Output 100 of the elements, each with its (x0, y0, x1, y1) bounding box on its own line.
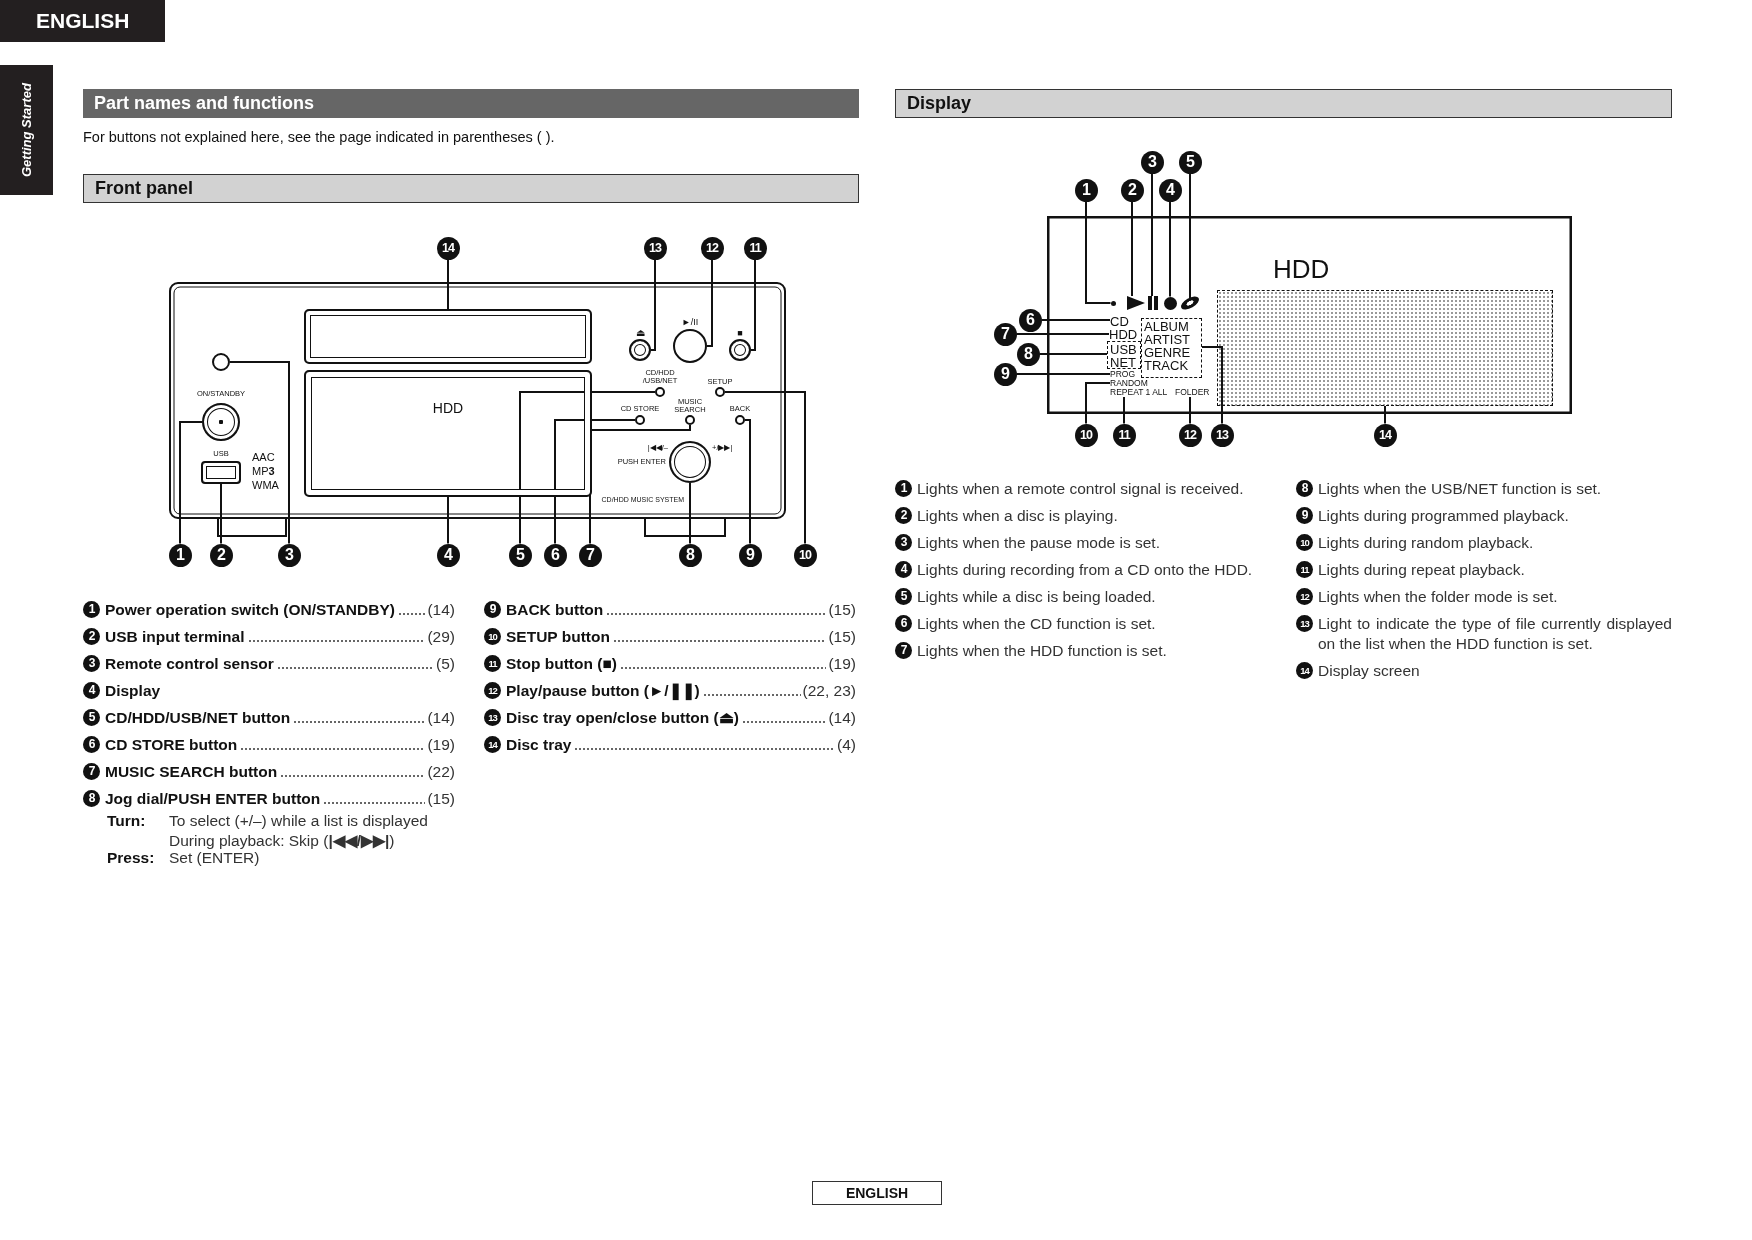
leader-line (1384, 405, 1386, 425)
callout-number: 10 (1296, 534, 1313, 551)
callout-number: 6 (1018, 308, 1042, 332)
callout-number: 10 (484, 628, 501, 645)
description-text: Lights when the pause mode is set. (917, 533, 1161, 553)
callout-number: 8 (83, 790, 100, 807)
page-reference: (14) (828, 708, 856, 728)
callout-number: 11 (484, 655, 501, 672)
language-tab: ENGLISH (0, 0, 165, 42)
term-text: To select (+/–) while a list is displayed During playback: Skip (|◀◀/▶▶|) (169, 811, 429, 851)
callout-number: 10 (793, 543, 817, 567)
section-heading: Display (895, 89, 1672, 118)
stop-button (729, 339, 751, 361)
round-button (635, 415, 645, 425)
panel-label: ⏏ (635, 328, 645, 339)
leader-line (1189, 396, 1191, 425)
page-reference: (22) (427, 762, 455, 782)
leader-line (1015, 333, 1110, 335)
callout-number: 7 (578, 543, 602, 567)
pause-icon (1148, 296, 1158, 310)
leader-line (229, 361, 290, 545)
callout-number: 6 (543, 543, 567, 567)
record-icon (1163, 296, 1177, 310)
sensor-window (212, 353, 230, 371)
dot-matrix-area (1217, 290, 1553, 406)
round-button (655, 387, 665, 397)
callout-number: 3 (83, 655, 100, 672)
leader-line (744, 419, 751, 545)
leader-line (179, 421, 203, 545)
part-name: Disc tray open/close button (⏏) (506, 708, 739, 728)
description-text: Lights when a remote control signal is received. (917, 479, 1245, 499)
page-reference: (5) (436, 654, 455, 674)
page-reference: (15) (828, 627, 856, 647)
page-reference: (29) (427, 627, 455, 647)
part-name: Disc tray (506, 735, 572, 755)
callout-number: 13 (1296, 615, 1313, 632)
page-reference: (19) (427, 735, 455, 755)
callout-number: 9 (738, 543, 762, 567)
description-text: Display screen (1318, 661, 1421, 681)
indicator-label: RANDOM (1110, 379, 1148, 388)
callout-number: 6 (895, 615, 912, 632)
callout-number: 5 (83, 709, 100, 726)
description-text: Lights during repeat playback. (1318, 560, 1526, 580)
leader-line (689, 482, 691, 545)
leader-line (1189, 172, 1191, 299)
display-window: HDD (304, 370, 592, 497)
part-name: SETUP button (506, 627, 610, 647)
callout-number: 11 (1112, 423, 1136, 447)
part-name: BACK button (506, 600, 604, 620)
page-reference: (4) (837, 735, 856, 755)
round-button (735, 415, 745, 425)
callout-number: 10 (1074, 423, 1098, 447)
callout-number: 11 (743, 236, 767, 260)
page-reference: (14) (427, 600, 455, 620)
leader-line (554, 419, 636, 545)
leader-line (724, 391, 806, 545)
description-text: Lights while a disc is being loaded. (917, 587, 1157, 607)
callout-number: 13 (643, 236, 667, 260)
callout-number: 2 (209, 543, 233, 567)
leader-line (706, 258, 713, 347)
callout-number: 14 (1296, 662, 1313, 679)
note-text: For buttons not explained here, see the page indicated in parentheses ( ). (83, 130, 555, 146)
callout-number: 12 (700, 236, 724, 260)
indicator-label: USB NET (1107, 341, 1141, 369)
callout-number: 3 (1140, 150, 1164, 174)
callout-number: 1 (1074, 178, 1098, 202)
part-name: Remote control sensor (105, 654, 274, 674)
disc-tray (304, 309, 592, 364)
play-pause-button (673, 329, 707, 363)
callout-number: 3 (277, 543, 301, 567)
round-button (685, 415, 695, 425)
callout-number: 8 (1016, 342, 1040, 366)
panel-label: WMA (252, 480, 279, 492)
description-text: Lights when the USB/NET function is set. (1318, 479, 1603, 499)
leader-line (1015, 373, 1111, 375)
description-text: Lights when the HDD function is set. (917, 641, 1168, 661)
description-text: Lights when the CD function is set. (917, 614, 1157, 634)
power-switch (202, 403, 240, 441)
panel-label: AAC (252, 452, 275, 464)
description-text: Lights when the folder mode is set. (1318, 587, 1559, 607)
callout-number: 2 (1120, 178, 1144, 202)
callout-number: 4 (895, 561, 912, 578)
callout-number: 4 (436, 543, 460, 567)
indicator-label: FOLDER (1175, 388, 1210, 397)
callout-number: 7 (895, 642, 912, 659)
leader-line (220, 483, 222, 545)
usb-port (201, 461, 241, 484)
leader-line (1131, 200, 1133, 297)
indicator-label: ALBUM ARTIST GENRE TRACK (1141, 318, 1202, 378)
callout-number: 5 (1178, 150, 1202, 174)
leader-line (750, 258, 756, 351)
callout-number: 7 (993, 322, 1017, 346)
callout-number: 9 (993, 362, 1017, 386)
callout-number: 8 (1296, 480, 1313, 497)
leader-line (1169, 200, 1171, 298)
indicator-label: REPEAT 1 ALL (1110, 388, 1168, 397)
callout-number: 5 (895, 588, 912, 605)
panel-label: ■ (737, 329, 743, 339)
eject-button (629, 339, 651, 361)
leader-line (1201, 346, 1223, 425)
